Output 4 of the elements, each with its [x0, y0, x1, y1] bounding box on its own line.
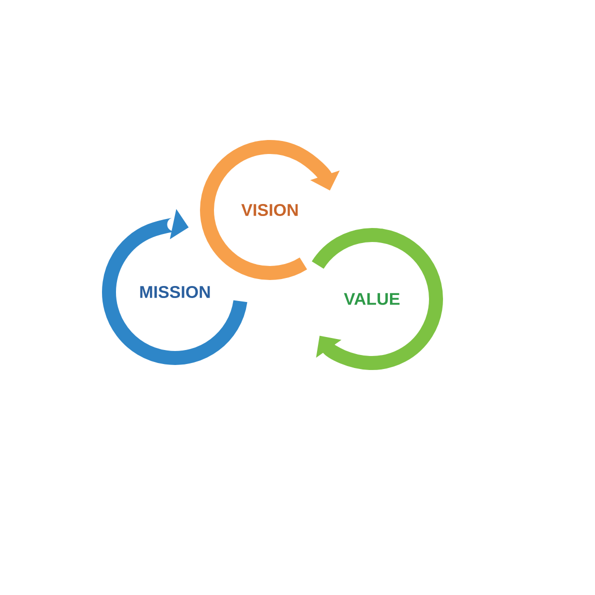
node-label: VALUE — [344, 293, 400, 305]
node-label: MISSION — [140, 286, 210, 298]
circular-arrow-node: VALUE — [312, 228, 443, 370]
circular-arrow-node: VISION — [200, 140, 340, 280]
